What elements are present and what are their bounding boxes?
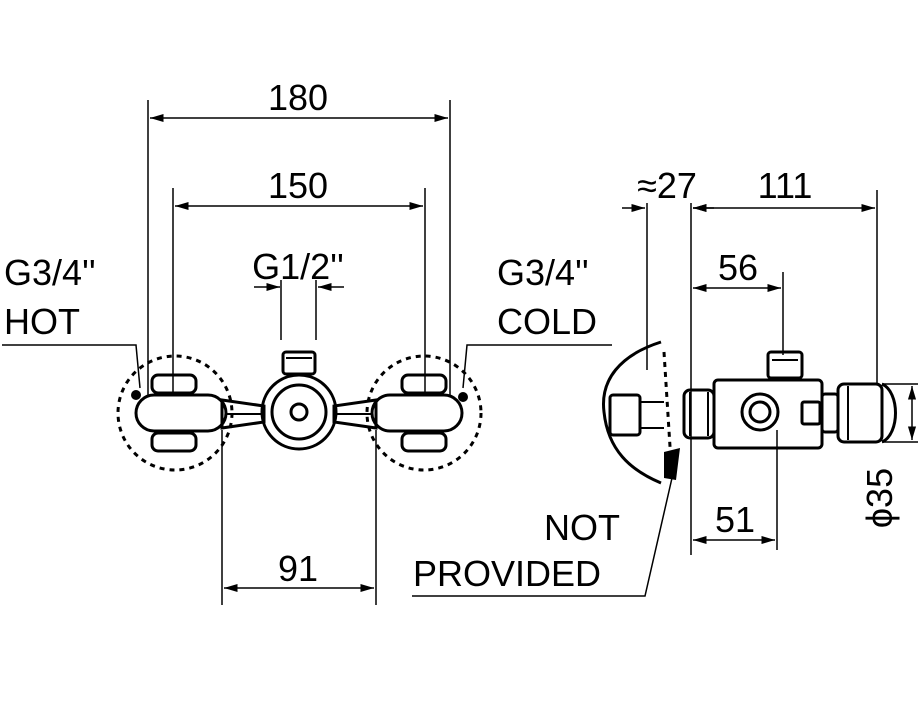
- hot-inlet-callout: G3/4'' HOT: [2, 252, 141, 389]
- cold-inlet-callout: G3/4'' COLD: [462, 252, 612, 389]
- hot-thread-label: G3/4'': [4, 252, 96, 293]
- dimension-180: 180: [147, 77, 451, 395]
- dimension-51-label: 51: [715, 499, 755, 540]
- mixer-centre: [260, 350, 338, 451]
- dimension-111-label: 111: [758, 165, 813, 206]
- dimension-diameter-35: ϕ35: [859, 383, 918, 528]
- outlet-thread-label: G1/2'': [252, 246, 344, 287]
- cold-screw: [458, 392, 468, 402]
- dimension-91: 91: [221, 430, 377, 605]
- dimension-diameter-35-label: ϕ35: [859, 468, 900, 528]
- dimension-27-label: ≈27: [637, 165, 697, 206]
- cold-eccentric-arm: [370, 373, 464, 453]
- side-view: ≈27 111 56 NOT PROVIDED: [412, 165, 918, 597]
- cold-label: COLD: [497, 301, 597, 342]
- outlet-thread-dimension: G1/2'': [252, 246, 344, 340]
- dimension-56: 56: [693, 247, 784, 355]
- dimension-111: 111: [693, 165, 878, 385]
- dimension-180-label: 180: [268, 77, 328, 118]
- front-view: 180 150 G1/2'' G3/4'' HOT G3/4'' COLD: [2, 77, 612, 605]
- mixer-side-body: [682, 350, 897, 450]
- dimension-27: ≈27: [622, 165, 714, 555]
- dimension-51: 51: [693, 430, 778, 550]
- not-provided-callout: NOT PROVIDED: [412, 477, 673, 597]
- dimension-150-label: 150: [268, 165, 328, 206]
- cold-wall-flange: [365, 354, 483, 472]
- wall-section: [602, 340, 680, 485]
- hot-screw: [131, 390, 141, 400]
- cold-thread-label: G3/4'': [497, 252, 589, 293]
- not-provided-label-2: PROVIDED: [413, 553, 601, 594]
- hot-label: HOT: [4, 301, 80, 342]
- dimension-56-label: 56: [718, 247, 758, 288]
- hot-eccentric-arm: [134, 373, 228, 453]
- not-provided-label-1: NOT: [544, 507, 620, 548]
- dimension-150: 150: [172, 165, 426, 395]
- dimension-91-label: 91: [278, 548, 318, 589]
